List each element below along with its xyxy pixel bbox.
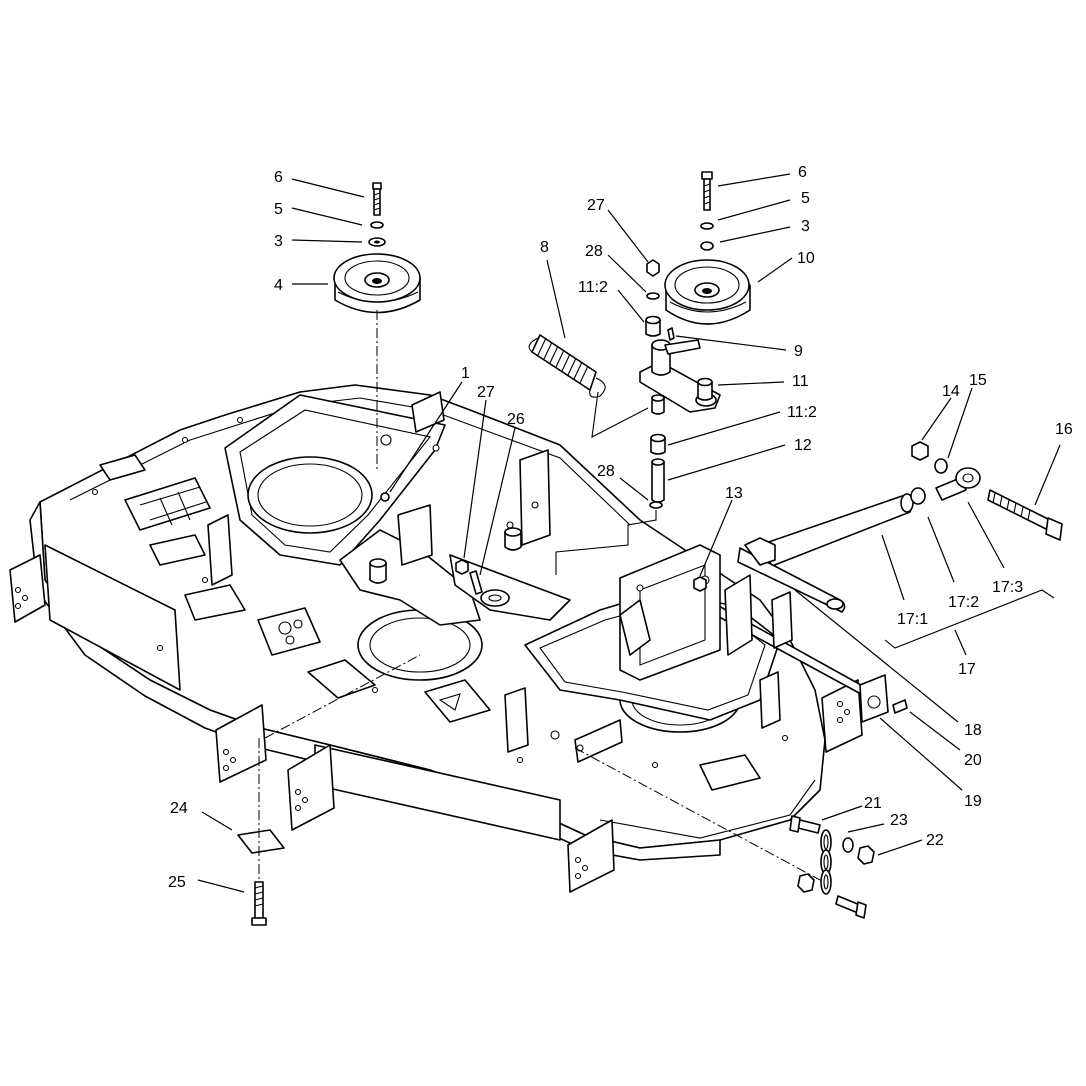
deck-fasteners bbox=[380, 492, 908, 714]
callout-20: 20 bbox=[964, 752, 982, 769]
callout-27-mid: 27 bbox=[477, 384, 495, 401]
callout-5-right: 5 bbox=[801, 190, 810, 207]
callout-18: 18 bbox=[964, 722, 982, 739]
callout-3-left: 3 bbox=[274, 233, 283, 250]
right-pulley-stack bbox=[555, 171, 751, 575]
callout-17: 17 bbox=[958, 661, 976, 678]
callout-24: 24 bbox=[170, 800, 188, 817]
spring bbox=[528, 334, 649, 438]
callout-16: 16 bbox=[1055, 421, 1073, 438]
callout-1: 1 bbox=[461, 365, 470, 382]
callout-6-right: 6 bbox=[798, 164, 807, 181]
callout-11: 11 bbox=[792, 373, 809, 390]
callout-10: 10 bbox=[797, 250, 815, 267]
callout-13: 13 bbox=[725, 485, 743, 502]
left-pulley-stack bbox=[333, 182, 421, 470]
callout-11-2-mid: 11:2 bbox=[787, 404, 817, 421]
link-rod-assembly bbox=[884, 441, 1063, 649]
mower-deck-housing bbox=[9, 384, 863, 893]
callout-22: 22 bbox=[926, 832, 944, 849]
callout-27-top: 27 bbox=[587, 197, 605, 214]
callout-5-left: 5 bbox=[274, 201, 283, 218]
callout-25: 25 bbox=[168, 874, 186, 891]
chain-assembly bbox=[574, 747, 875, 919]
callout-28-top: 28 bbox=[585, 243, 603, 260]
callout-17-2: 17:2 bbox=[948, 594, 979, 611]
callout-3-right: 3 bbox=[801, 218, 810, 235]
callout-14: 14 bbox=[942, 383, 960, 400]
callout-11-2-top: 11:2 bbox=[578, 279, 608, 296]
bottom-fasteners bbox=[237, 654, 421, 926]
callout-17-3: 17:3 bbox=[992, 579, 1023, 596]
callout-21: 21 bbox=[864, 795, 882, 812]
callout-17-1: 17:1 bbox=[897, 611, 928, 628]
callout-12: 12 bbox=[794, 437, 812, 454]
callout-4: 4 bbox=[274, 277, 283, 294]
callout-19: 19 bbox=[964, 793, 982, 810]
callout-26: 26 bbox=[507, 411, 525, 428]
callout-8: 8 bbox=[540, 239, 549, 256]
callout-28-mid: 28 bbox=[597, 463, 615, 480]
leader-lines bbox=[197, 173, 1061, 893]
callout-9: 9 bbox=[794, 343, 803, 360]
callout-labels: 6 5 3 4 27 28 11:2 8 6 5 3 10 9 11 11:2 … bbox=[168, 164, 1073, 891]
callout-15: 15 bbox=[969, 372, 987, 389]
callout-6-left: 6 bbox=[274, 169, 283, 186]
callout-23: 23 bbox=[890, 812, 908, 829]
